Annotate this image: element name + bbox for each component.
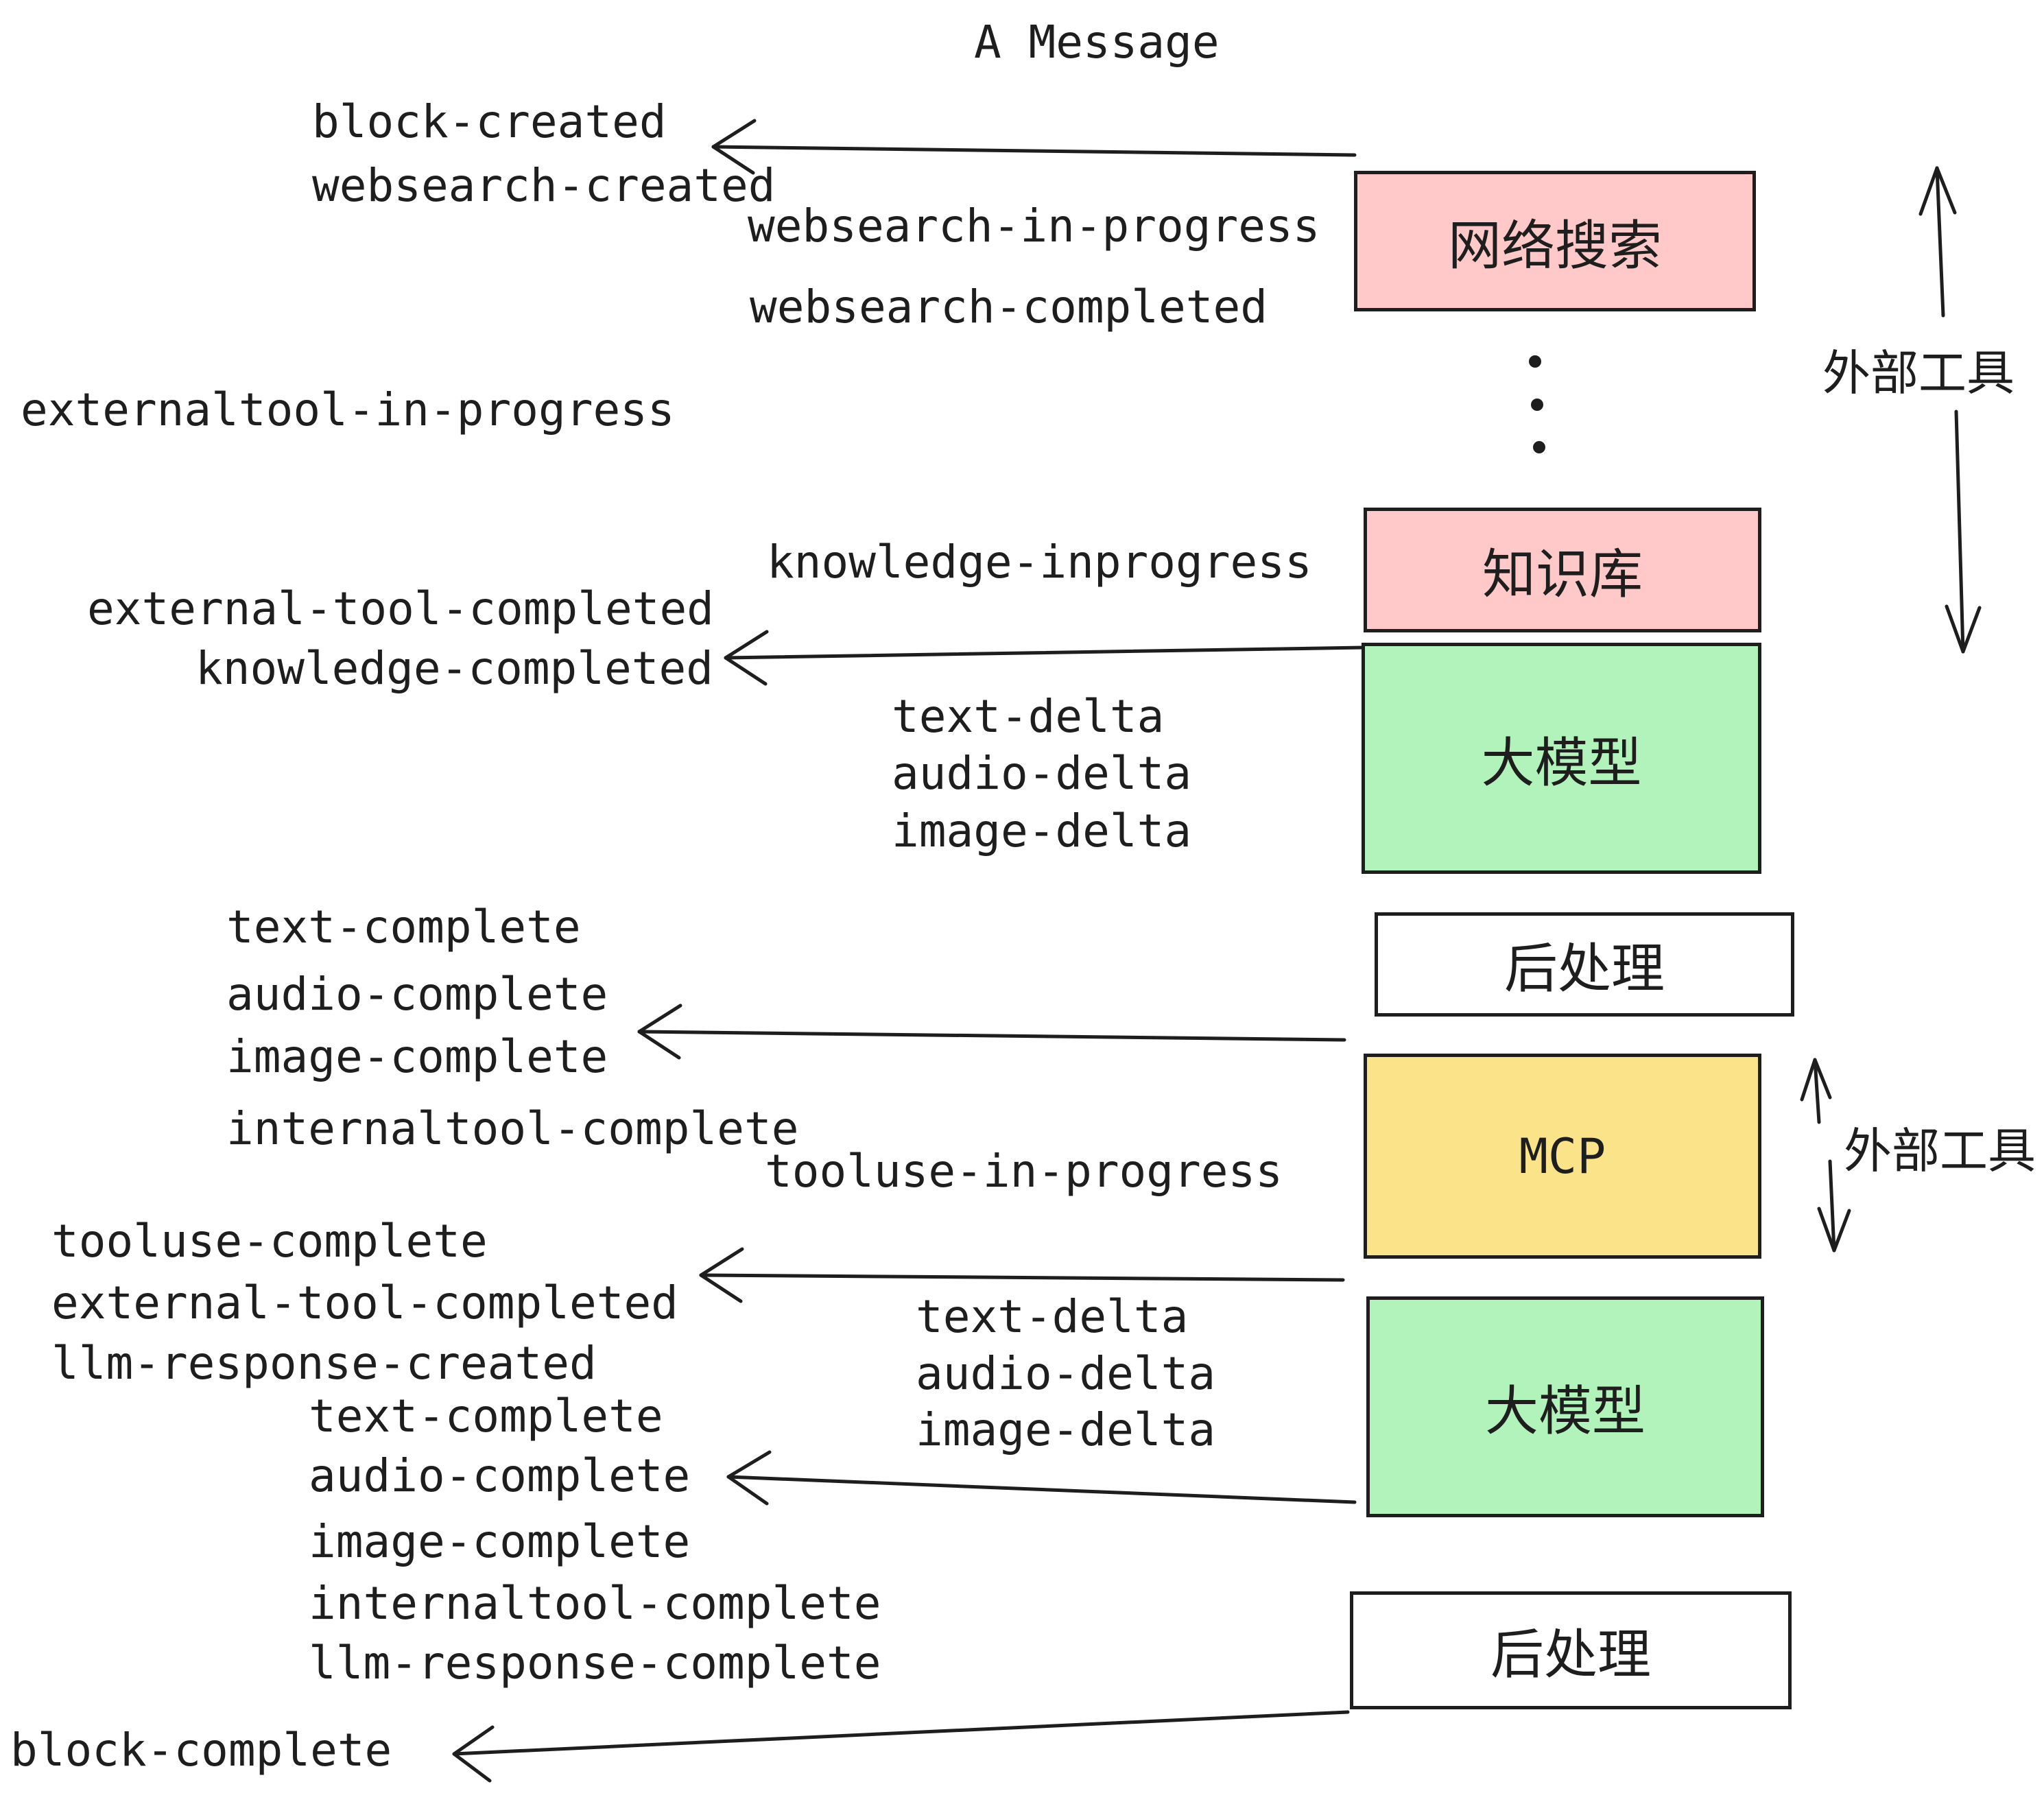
ellipsis-dots [1529,355,1545,453]
diagram-title: A Message [974,16,1220,69]
event-llm-response-complete: llm-response-complete [309,1637,881,1689]
event-websearch-in-progress: websearch-in-progress [748,200,1320,252]
box-knowledge: 知识库 [1364,508,1761,632]
event-tooluse-in-progress: tooluse-in-progress [765,1145,1283,1198]
box-llm-2-label: 大模型 [1484,1381,1645,1441]
event-knowledge-inprogress: knowledge-inprogress [767,536,1312,589]
event-knowledge-completed: knowledge-completed [195,642,713,695]
event-llm-response-created: llm-response-created [51,1337,597,1390]
external-tools-arrow-middle [1800,1058,1851,1253]
event-audio-complete-1: audio-complete [226,968,608,1021]
arrow-llm1-to-knowledge-completed [724,630,1366,686]
box-websearch-label: 网络搜索 [1447,215,1662,276]
event-websearch-created: websearch-created [312,159,776,212]
event-audio-delta-2: audio-delta [916,1347,1216,1400]
event-audio-complete-2: audio-complete [309,1449,691,1502]
arrow-websearch-to-created-events [711,119,1357,175]
event-text-complete-1: text-complete [226,901,581,953]
event-internaltool-complete-1: internaltool-complete [226,1102,799,1155]
event-text-delta-2: text-delta [916,1290,1189,1343]
event-audio-delta-1: audio-delta [892,747,1192,800]
event-externaltool-in-progress: externaltool-in-progress [21,383,675,436]
event-internaltool-complete-2: internaltool-complete [309,1577,881,1630]
external-tools-arrow-top [1918,166,1982,654]
external-tools-label-top: 外部工具 [1822,346,2015,400]
event-text-delta-1: text-delta [892,690,1165,743]
box-mcp-label: MCP [1519,1128,1606,1185]
box-postprocess-1: 后处理 [1375,912,1794,1017]
box-postprocess-2-label: 后处理 [1490,1624,1651,1685]
event-websearch-completed: websearch-completed [750,281,1268,333]
event-external-tool-completed-2: external-tool-completed [51,1277,678,1329]
arrow-mcp-to-complete-events [637,1004,1346,1060]
box-websearch: 网络搜索 [1354,171,1756,311]
box-postprocess-2: 后处理 [1350,1591,1792,1709]
event-tooluse-complete: tooluse-complete [51,1215,488,1268]
arrow-postprocess2-to-block-complete [452,1710,1350,1783]
event-external-tool-completed: external-tool-completed [87,582,714,635]
event-block-complete: block-complete [10,1724,392,1777]
box-postprocess-1-label: 后处理 [1504,938,1665,999]
event-image-delta-2: image-delta [916,1403,1216,1456]
box-llm-1: 大模型 [1362,643,1761,874]
event-image-complete-1: image-complete [226,1030,608,1083]
box-mcp: MCP [1364,1054,1761,1259]
box-knowledge-label: 知识库 [1482,544,1643,604]
external-tools-label-middle: 外部工具 [1844,1124,2036,1178]
event-text-complete-2: text-complete [309,1390,663,1443]
event-image-complete-2: image-complete [309,1515,691,1568]
event-image-delta-1: image-delta [892,805,1192,857]
box-llm-2: 大模型 [1366,1296,1764,1517]
event-block-created: block-created [312,95,667,148]
box-llm-1-label: 大模型 [1481,732,1642,793]
